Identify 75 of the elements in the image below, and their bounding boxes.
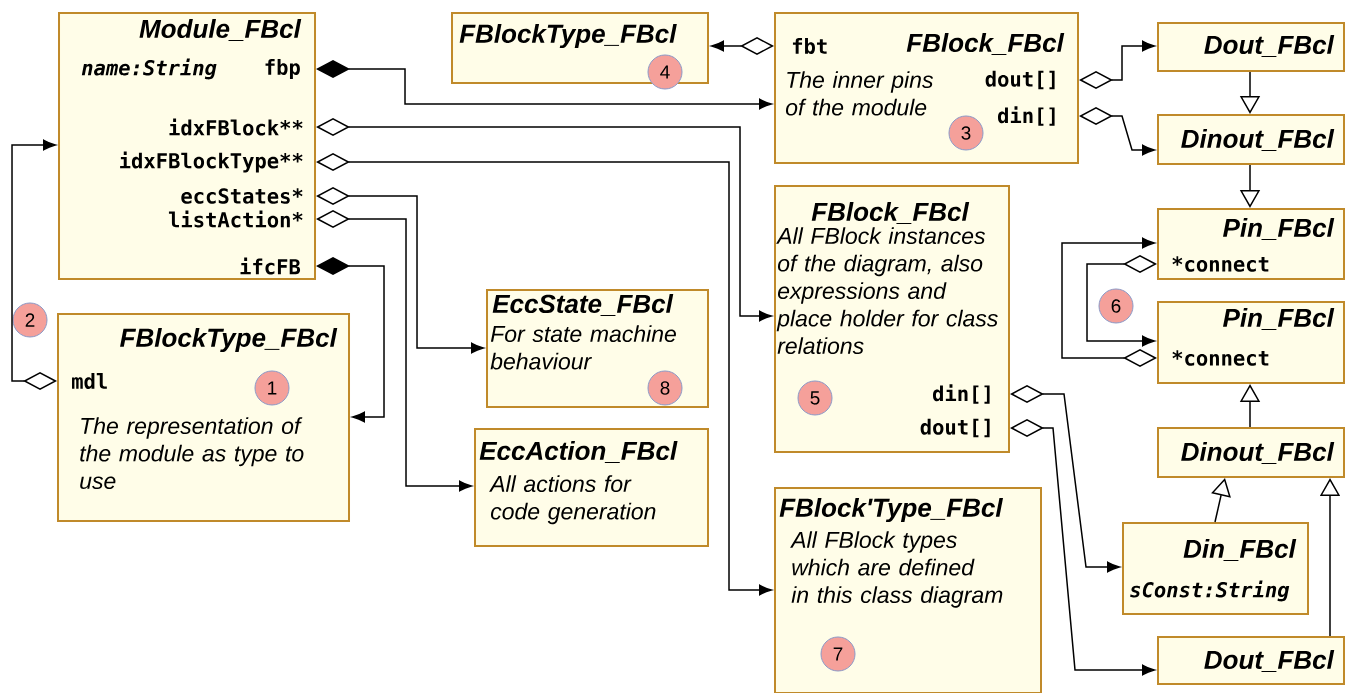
class-box [774,12,1079,164]
attribute-name: idxFBlock** [169,118,303,136]
attribute-name: fbt [792,38,827,54]
class-box [486,289,709,408]
class-box [474,428,709,547]
class-name: FBlockType_FBcl [120,327,338,353]
callout-number: 3 [948,115,984,151]
aggregation-arrow [1079,107,1155,156]
attribute-name: eccStates* [181,188,303,204]
class-box [774,185,1010,453]
callout-number: 7 [820,636,856,672]
aggregation-arrow [316,153,772,596]
description: All FBlock instances of the diagram, also expressions and place holder for class relations [776,227,998,355]
class-name: Din_FBcl [1183,539,1297,561]
attribute-name: sConst:String [1130,580,1290,602]
class-name: EccAction_FBcl [479,441,678,463]
aggregation-arrow [1086,255,1157,347]
class-box [1157,114,1345,165]
attribute-name: name:String [81,58,217,80]
aggregation-arrow [1079,40,1155,89]
attribute-name: ifcFB [240,257,301,275]
description: The representation of the module as type to use [80,417,304,490]
class-box [58,12,316,280]
description: The inner pins of the module [785,71,933,116]
class-box [1157,427,1345,478]
class-box [57,313,350,522]
callout-number: 8 [647,370,683,406]
class-box [1157,301,1345,384]
class-name: Dinout_FBcl [1181,129,1335,151]
description: All actions for code generation [489,475,656,525]
attribute-name: *connect [1172,256,1269,272]
class-name: Dout_FBcl [1204,35,1335,57]
aggregation-arrow [1010,419,1155,676]
class-name: Dout_FBcl [1204,650,1335,672]
attribute-name: dout[] [920,418,990,438]
class-box [1157,636,1345,685]
class-box [1157,22,1345,72]
class-box [1157,208,1345,280]
callout-number: 6 [1098,288,1134,324]
class-box [451,12,709,84]
aggregation-arrow [11,139,57,390]
class-box [1122,522,1309,615]
aggregation-arrow [316,60,772,110]
class-name: Pin_FBcl [1223,308,1335,330]
aggregation-arrow [711,37,774,55]
attribute-name: din[] [933,384,990,404]
class-name: FBlockType_FBcl [459,23,677,49]
class-name: Dinout_FBcl [1181,442,1335,464]
aggregation-arrow [1010,385,1120,573]
attribute-name: idxFBlockType** [120,151,303,173]
attribute-name: mdl [72,373,107,389]
callout-number: 2 [12,302,48,338]
aggregation-arrow [316,187,484,354]
class-name: Module_FBcl [139,19,302,41]
attribute-name: listAction* [168,210,303,228]
aggregation-arrow [316,118,772,322]
callout-number: 5 [797,380,833,416]
class-name: EccState_FBcl [492,294,674,316]
attribute-name: din[] [998,106,1055,126]
inheritance-arrow [1211,478,1231,523]
aggregation-arrow [316,210,472,492]
attribute-name: *connect [1172,350,1269,366]
aggregation-arrow [316,257,385,423]
callout-number: 4 [647,54,683,90]
aggregation-arrow [1061,237,1157,367]
description: For state machine behaviour [490,325,676,370]
callout-number: 1 [254,370,290,406]
class-name: FBlock_FBcl [906,33,1065,55]
class-name: Pin_FBcl [1223,218,1335,240]
description: All FBlock types which are defined in this class diagram [790,531,1003,608]
attribute-name: fbp [265,59,300,79]
attribute-name: dout[] [985,70,1055,90]
class-box [774,487,1042,693]
class-name: FBlock_FBcl [811,202,970,224]
class-name: FBlock'Type_FBcl [779,497,1004,523]
